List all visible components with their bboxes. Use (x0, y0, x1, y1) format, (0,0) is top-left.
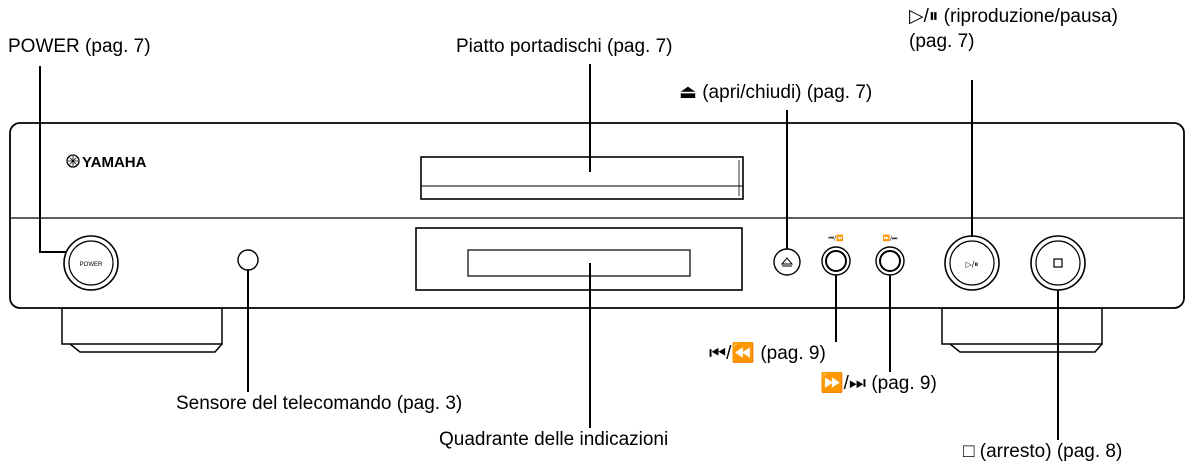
open-close-button[interactable] (773, 248, 801, 276)
label-open-close: ⏏ (apri/chiudi) (pag. 7) (679, 82, 873, 103)
play-pause-button[interactable]: ▷/⏸ (944, 235, 1000, 291)
label-skip-forward: ⏩/⏭ (pag. 9) (820, 373, 937, 394)
remote-sensor (237, 249, 259, 271)
label-display: Quadrante delle indicazioni (439, 429, 669, 450)
right-foot (941, 307, 1103, 353)
leader-lines (39, 64, 1059, 440)
brand-text: YAMAHA (82, 154, 147, 171)
skip-forward-button[interactable]: ⏩/⏭ (875, 234, 905, 276)
label-play-pause-line1: ▷/⏸ (riproduzione/pausa) (909, 6, 1118, 27)
front-display (415, 227, 743, 291)
play-pause-button-text: ▷/⏸ (966, 260, 979, 269)
power-button[interactable]: POWER (63, 235, 119, 291)
skip-back-button[interactable]: ⏮/⏪ (821, 234, 851, 276)
label-remote-sensor: Sensore del telecomando (pag. 3) (176, 393, 463, 414)
skip-forward-button-text: ⏩/⏭ (883, 234, 898, 242)
disc-tray[interactable] (420, 156, 744, 200)
power-button-text: POWER (80, 262, 103, 268)
label-power: POWER (pag. 7) (8, 36, 151, 57)
label-stop: □ (arresto) (pag. 8) (963, 441, 1123, 462)
label-skip-back: ⏮/⏪ (pag. 9) (709, 343, 826, 364)
label-play-pause-line2: (pag. 7) (909, 31, 975, 52)
label-disc-tray: Piatto portadischi (pag. 7) (456, 36, 673, 57)
yamaha-logo: YAMAHA (66, 154, 147, 171)
leader-power (39, 66, 66, 253)
skip-back-button-text: ⏮/⏪ (829, 234, 844, 242)
stop-button[interactable] (1030, 235, 1086, 291)
left-foot (61, 307, 223, 353)
